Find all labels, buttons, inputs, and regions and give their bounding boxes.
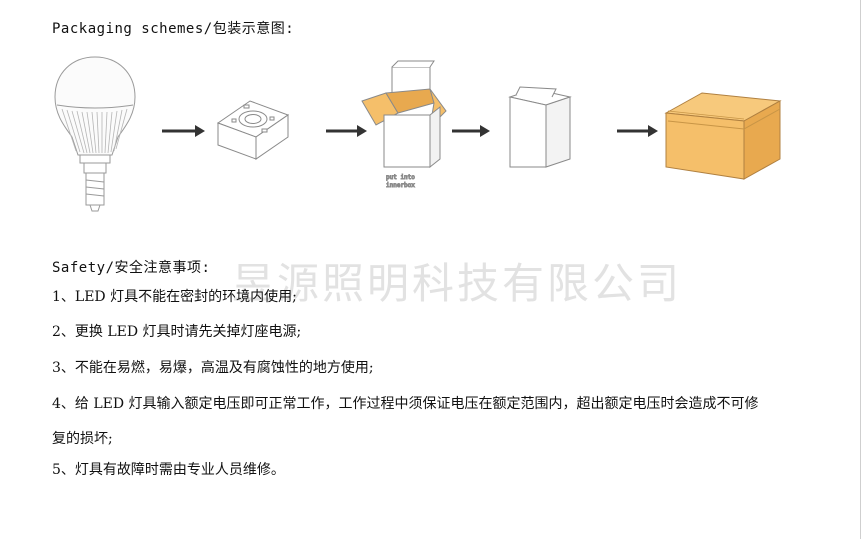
shipping-carton-illustration [664,92,782,180]
foam-insert-illustration [216,100,290,160]
safety-rule-4-continued: 复的损坏; [52,431,113,447]
arrow-4 [617,125,658,137]
safety-rule-4: 4、给 LED 灯具输入额定电压即可正常工作，工作过程中须保证电压在额定范围内，… [52,396,759,412]
open-inner-box-illustration: put into innerbox [361,60,447,190]
safety-rule-5: 5、灯具有故障时需由专业人员维修。 [52,462,285,478]
closed-inner-box-illustration [508,86,572,168]
safety-title: Safety/安全注意事项: [52,260,211,276]
safety-rule-2: 2、更换 LED 灯具时请先关掉灯座电源; [52,324,302,340]
packaging-diagram: put into innerbox [54,56,782,212]
caption-put-into: put into [386,174,415,181]
packaging-title: Packaging schemes/包装示意图: [52,21,295,37]
caption-innerbox: innerbox [386,182,415,189]
arrow-3 [452,125,490,137]
safety-rule-3: 3、不能在易燃，易爆，高温及有腐蚀性的地方使用; [52,360,374,376]
led-bulb-illustration [54,56,136,212]
arrow-1 [162,125,205,137]
safety-rule-1: 1、LED 灯具不能在密封的环境内使用; [52,289,297,305]
arrow-2 [326,125,367,137]
